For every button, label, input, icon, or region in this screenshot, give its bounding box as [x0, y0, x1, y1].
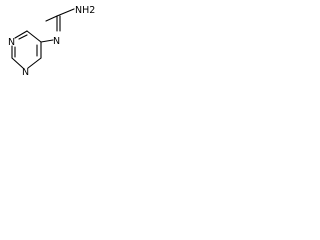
ring-nitrogen-bottom-label: N — [22, 67, 29, 78]
n-to-ring-bond — [40, 39, 54, 43]
amine-label: NH2 — [75, 5, 95, 16]
ring-bond-n1-c6 — [14, 30, 28, 39]
ring-bond-c4-n3 — [27, 57, 42, 69]
bond-group — [11, 8, 75, 69]
ring-bond-n3-c2 — [11, 57, 24, 69]
molecule-structure-diagram: NH2 N N N — [8, 5, 95, 78]
amine-bond — [56, 8, 75, 17]
methyl-bond — [45, 15, 58, 22]
atom-label-group: NH2 N N N — [8, 5, 95, 78]
ring-nitrogen-top-label: N — [8, 37, 15, 48]
ring-inner-double-bond-3 — [18, 34, 28, 40]
imine-nitrogen-label: N — [53, 36, 60, 47]
ring-bond-c6-c5 — [26, 30, 42, 43]
